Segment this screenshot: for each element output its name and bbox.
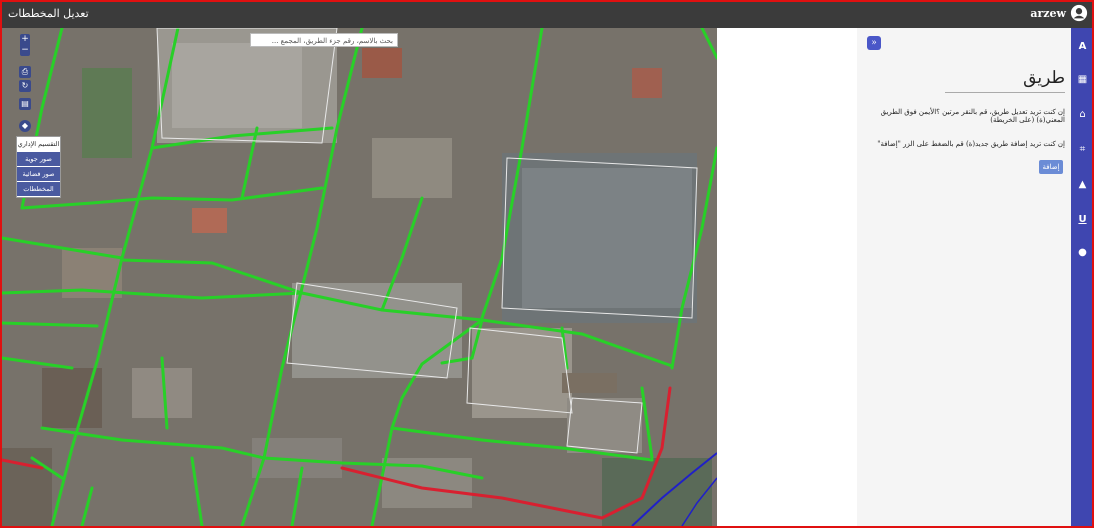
top-bar: تعديل المخططات arzew	[0, 0, 1094, 28]
username[interactable]: arzew	[1030, 7, 1066, 20]
person-icon[interactable]: ▲	[1078, 179, 1087, 190]
add-road-button[interactable]: إضافة	[1039, 160, 1063, 174]
edit-instruction: إن كنت تريد تعديل طريق، قم بالنقر مرتين …	[880, 108, 1065, 124]
layers-icon[interactable]: ◆	[19, 120, 31, 132]
user-avatar-icon[interactable]	[1070, 4, 1088, 22]
layer-option-satellite[interactable]: صور فضائية	[17, 167, 60, 182]
map-pin-icon[interactable]: ●	[1078, 247, 1087, 258]
building-icon[interactable]: ▦	[1077, 74, 1088, 85]
institution-icon[interactable]: ⌂	[1079, 109, 1086, 120]
zoom-control: + −	[20, 34, 30, 56]
map-view[interactable]: بحث بالاسم، رقم جزء الطريق، المجمع ... +…	[2, 28, 717, 526]
add-instruction: إن كنت تريد إضافة طريق جديد(ة) قم بالضغط…	[877, 140, 1065, 148]
underline-u-icon[interactable]: U	[1078, 214, 1087, 225]
refresh-icon[interactable]: ↻	[19, 80, 31, 92]
map-canvas[interactable]	[2, 28, 717, 526]
layer-option-aerial[interactable]: صور جوية	[17, 152, 60, 167]
letter-a-icon[interactable]: A	[1078, 41, 1087, 52]
empty-area	[717, 28, 857, 526]
layer-switcher: التقسيم الإداري صور جوية صور فضائية المخ…	[16, 136, 61, 198]
map-icon[interactable]: ▤	[19, 98, 31, 110]
frame-icon[interactable]: ⌗	[1079, 144, 1086, 155]
print-icon[interactable]: ⎙	[19, 66, 31, 78]
zoom-in-button[interactable]: +	[21, 34, 29, 44]
layer-option-administrative[interactable]: التقسيم الإداري	[17, 137, 60, 152]
panel-heading: طريق	[1023, 68, 1065, 88]
right-toolbar: A ▦ ⌂ ⌗ ▲ U ●	[1071, 28, 1094, 526]
zoom-out-button[interactable]: −	[21, 45, 29, 55]
collapse-panel-button[interactable]: »	[867, 36, 881, 50]
map-search-input[interactable]: بحث بالاسم، رقم جزء الطريق، المجمع ...	[250, 33, 398, 47]
page-title: تعديل المخططات	[8, 7, 89, 20]
layer-option-plans[interactable]: المخططات	[17, 182, 60, 197]
side-panel: » طريق إن كنت تريد تعديل طريق، قم بالنقر…	[857, 28, 1071, 526]
heading-divider	[945, 92, 1065, 93]
